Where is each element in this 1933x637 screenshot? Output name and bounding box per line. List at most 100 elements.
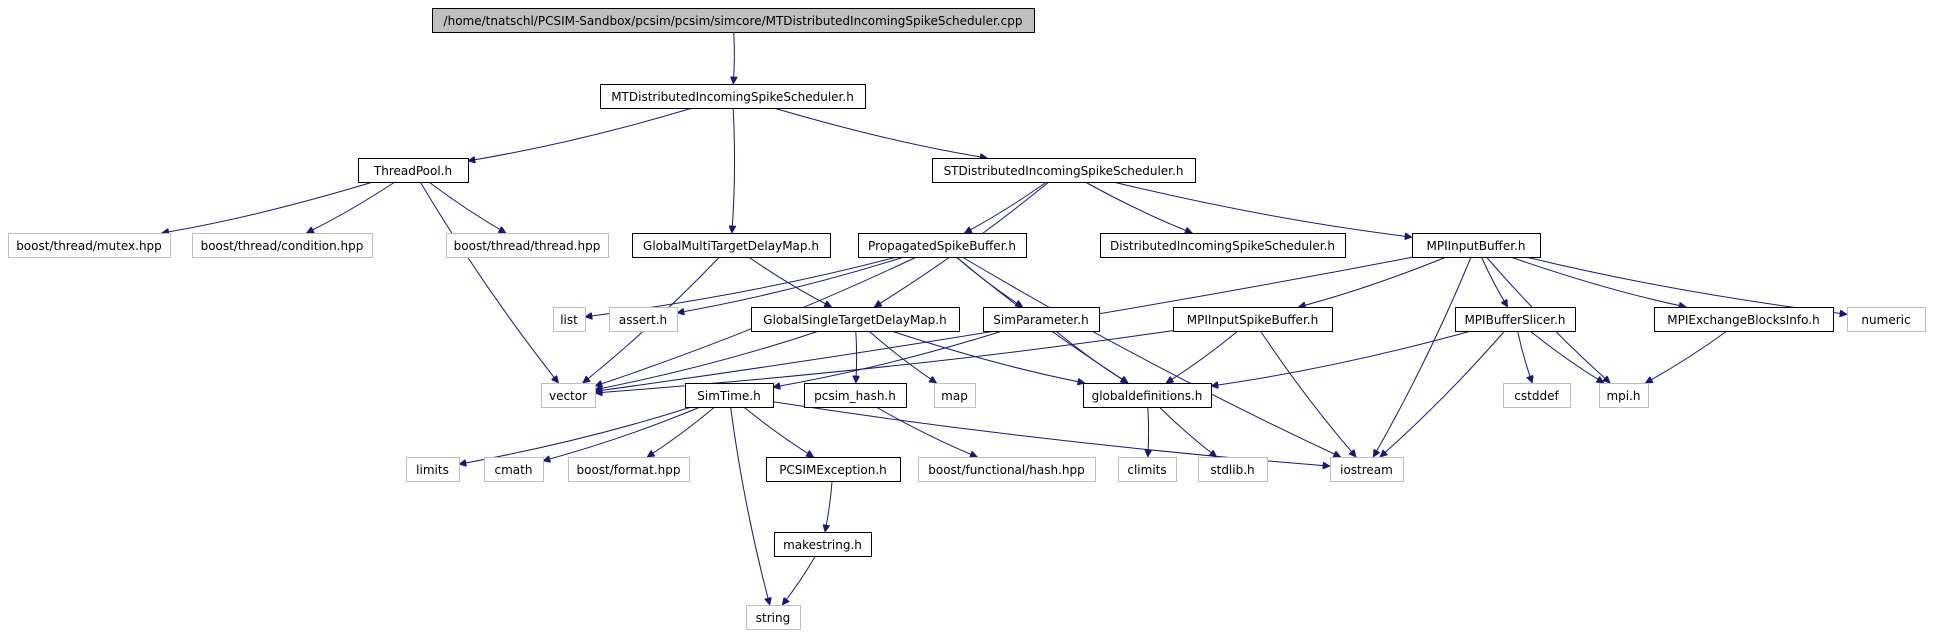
node-list: list bbox=[553, 307, 586, 332]
node-box-boostformat bbox=[568, 457, 690, 482]
node-label-mpih: mpi.h bbox=[1606, 389, 1640, 403]
edge-simtime-to-string bbox=[730, 406, 770, 605]
node-label-mpiib: MPIInputBuffer.h bbox=[1427, 239, 1526, 253]
edge-globaldefs-to-climits bbox=[1148, 406, 1149, 457]
edge-mtdiss-to-threadpool bbox=[468, 107, 693, 161]
edge-mpiib-to-mpibs bbox=[1480, 256, 1509, 307]
node-box-gmtdm bbox=[632, 233, 831, 258]
edge-gmtdm-to-gstdm bbox=[748, 256, 832, 308]
node-threadpool[interactable]: ThreadPool.h bbox=[358, 158, 469, 183]
edge-makestring-to-string bbox=[782, 555, 816, 605]
node-gstdm[interactable]: GlobalSingleTargetDelayMap.h bbox=[751, 307, 960, 332]
node-mtdiss[interactable]: MTDistributedIncomingSpikeScheduler.h bbox=[600, 84, 866, 109]
node-mpibs[interactable]: MPIBufferSlicer.h bbox=[1455, 307, 1576, 332]
node-label-stdlib: stdlib.h bbox=[1210, 463, 1254, 477]
node-label-mtdiss: MTDistributedIncomingSpikeScheduler.h bbox=[611, 90, 854, 104]
node-box-limits bbox=[406, 457, 460, 482]
node-iostream: iostream bbox=[1330, 457, 1404, 482]
node-box-mpiebi bbox=[1654, 307, 1834, 332]
edge-mtdiss-to-gmtdm bbox=[732, 107, 735, 233]
node-label-gmtdm: GlobalMultiTargetDelayMap.h bbox=[643, 239, 819, 253]
node-box-simparam bbox=[983, 307, 1100, 332]
node-climits: climits bbox=[1118, 457, 1177, 482]
node-label-globaldefs: globaldefinitions.h bbox=[1092, 389, 1203, 403]
node-stdlib: stdlib.h bbox=[1198, 457, 1268, 482]
file-nodes: /home/tnatschl/PCSIM-Sandbox/pcsim/pcsim… bbox=[8, 8, 1926, 630]
edge-mpiisb-to-vector bbox=[595, 330, 1174, 393]
edge-mpiebi-to-mpih bbox=[1645, 330, 1728, 384]
node-makestring[interactable]: makestring.h bbox=[774, 532, 872, 557]
node-psb[interactable]: PropagatedSpikeBuffer.h bbox=[858, 233, 1027, 258]
node-root[interactable]: /home/tnatschl/PCSIM-Sandbox/pcsim/pcsim… bbox=[432, 8, 1035, 33]
node-label-simtime: SimTime.h bbox=[697, 389, 760, 403]
edge-threadpool-to-mutex bbox=[162, 181, 374, 233]
node-box-list bbox=[553, 307, 586, 332]
node-box-cmath bbox=[484, 457, 544, 482]
node-vector: vector bbox=[541, 383, 596, 408]
node-globaldefs[interactable]: globaldefinitions.h bbox=[1083, 383, 1212, 408]
node-label-vector: vector bbox=[549, 389, 587, 403]
node-mpiisb[interactable]: MPIInputSpikeBuffer.h bbox=[1173, 307, 1333, 332]
node-box-mutex bbox=[8, 233, 171, 258]
node-label-map: map bbox=[941, 389, 968, 403]
node-stdiss[interactable]: STDistributedIncomingSpikeScheduler.h bbox=[932, 158, 1196, 183]
node-label-pcsimexc: PCSIMException.h bbox=[779, 463, 887, 477]
edge-simtime-to-pcsimexc bbox=[743, 406, 814, 458]
edge-threadpool-to-condition bbox=[307, 181, 396, 234]
edge-mpibs-to-iostream bbox=[1380, 330, 1505, 457]
node-label-mpibs: MPIBufferSlicer.h bbox=[1464, 313, 1565, 327]
node-map: map bbox=[934, 383, 976, 408]
node-box-psb bbox=[858, 233, 1027, 258]
edge-mpiib-to-numeric bbox=[1525, 256, 1847, 314]
node-box-condition bbox=[192, 233, 373, 258]
node-string: string bbox=[746, 605, 801, 630]
edge-psb-to-assert bbox=[677, 256, 905, 313]
edge-simtime-to-limits bbox=[459, 406, 692, 464]
node-label-cmath: cmath bbox=[495, 463, 533, 477]
node-label-iostream: iostream bbox=[1340, 463, 1393, 477]
node-mpiebi[interactable]: MPIExchangeBlocksInfo.h bbox=[1654, 307, 1834, 332]
node-label-threadhpp: boost/thread/thread.hpp bbox=[454, 239, 601, 253]
edge-root-to-mtdiss bbox=[733, 31, 734, 84]
edge-mpiisb-to-iostream bbox=[1260, 330, 1357, 457]
node-label-diss: DistributedIncomingSpikeScheduler.h bbox=[1110, 239, 1335, 253]
edge-stdiss-to-diss bbox=[1084, 181, 1192, 233]
node-simtime[interactable]: SimTime.h bbox=[685, 383, 774, 408]
node-label-assert: assert.h bbox=[619, 313, 667, 327]
node-box-mpiisb bbox=[1173, 307, 1333, 332]
edge-mpiib-to-mpiisb bbox=[1298, 256, 1447, 307]
node-assert: assert.h bbox=[609, 307, 678, 332]
node-label-pcsimhash: pcsim_hash.h bbox=[814, 389, 896, 403]
node-label-threadpool: ThreadPool.h bbox=[373, 164, 452, 178]
edge-mpibs-to-globaldefs bbox=[1211, 330, 1472, 386]
edge-globaldefs-to-stdlib bbox=[1158, 406, 1217, 457]
edge-gstdm-to-map bbox=[868, 330, 937, 383]
node-diss[interactable]: DistributedIncomingSpikeScheduler.h bbox=[1100, 233, 1346, 258]
node-box-vector bbox=[541, 383, 596, 408]
node-box-root bbox=[432, 8, 1035, 33]
node-box-pcsimexc bbox=[766, 457, 901, 482]
node-threadhpp: boost/thread/thread.hpp bbox=[446, 233, 609, 258]
edge-mtdiss-to-stdiss bbox=[773, 107, 988, 158]
node-label-mpiisb: MPIInputSpikeBuffer.h bbox=[1187, 313, 1318, 327]
node-mpiib[interactable]: MPIInputBuffer.h bbox=[1412, 233, 1541, 258]
edge-simparam-to-globaldefs bbox=[1055, 330, 1128, 384]
node-pcsimexc[interactable]: PCSIMException.h bbox=[766, 457, 901, 482]
node-label-numeric: numeric bbox=[1861, 313, 1910, 327]
edge-pcsimhash-to-boosthash bbox=[875, 406, 977, 457]
node-cstddef: cstddef bbox=[1503, 383, 1571, 408]
node-gmtdm[interactable]: GlobalMultiTargetDelayMap.h bbox=[632, 233, 831, 258]
node-label-boostformat: boost/format.hpp bbox=[577, 463, 681, 477]
edge-mpiib-to-mpiebi bbox=[1510, 256, 1687, 307]
node-box-stdiss bbox=[932, 158, 1196, 183]
node-box-climits bbox=[1118, 457, 1177, 482]
node-label-string: string bbox=[756, 611, 790, 625]
node-limits: limits bbox=[406, 457, 460, 482]
node-pcsimhash[interactable]: pcsim_hash.h bbox=[804, 383, 907, 408]
node-label-list: list bbox=[560, 313, 578, 327]
edge-gstdm-to-globaldefs bbox=[891, 330, 1084, 383]
node-condition: boost/thread/condition.hpp bbox=[192, 233, 373, 258]
node-simparam[interactable]: SimParameter.h bbox=[983, 307, 1100, 332]
node-numeric: numeric bbox=[1847, 307, 1926, 332]
edge-mpiib-to-iostream bbox=[1372, 256, 1472, 457]
